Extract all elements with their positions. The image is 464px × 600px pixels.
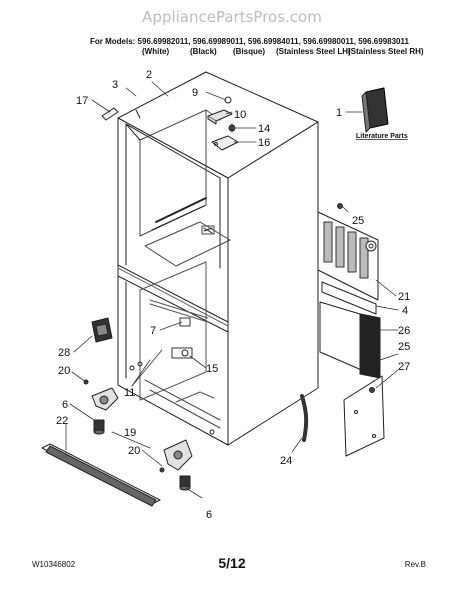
callout-16: 16 [258,137,270,149]
access-panel [343,375,385,457]
callout-20-left: 20 [58,365,70,377]
variant-stainless-lh: (Stainless Steel LH) [276,47,351,56]
page-number: 5/12 [218,555,246,571]
cabinet-shell [117,71,319,446]
callout-4: 4 [402,305,408,317]
models-variants: (White) (Black) (Bisque) (Stainless Stee… [90,47,424,57]
callout-25-bottom: 25 [398,341,410,353]
literature-parts: Literature Parts [356,87,408,140]
callout-19: 19 [124,427,136,439]
variant-stainless-rh: (Stainless Steel RH) [348,47,424,56]
revision-label: Rev.B [404,560,426,569]
callout-28: 28 [58,347,70,359]
callout-25-top: 25 [352,215,364,227]
front-roller-left [91,387,119,435]
callout-11: 11 [124,387,135,399]
variant-bisque: (Bisque) [233,47,265,56]
watermark: AppliancePartsPros.com [142,8,322,26]
callout-9: 9 [192,87,198,99]
callout-1: 1 [336,107,342,119]
callout-26: 26 [398,325,410,337]
callout-6-right: 6 [206,509,212,521]
callout-10: 10 [234,109,246,121]
top-hinge-assembly [207,96,239,151]
variant-white: (White) [142,47,170,56]
callout-6-left: 6 [62,399,68,411]
control-box [91,317,113,343]
callout-21: 21 [398,291,410,303]
callout-20-right: 20 [128,445,140,457]
drain-hose [300,394,309,442]
callout-3: 3 [112,79,118,91]
callout-15: 15 [206,363,218,375]
callout-2: 2 [146,69,152,81]
rear-grille-assembly [317,203,381,379]
callout-24: 24 [280,455,292,467]
models-line: For Models: 596.69982011, 596.69989011, … [90,37,409,46]
callout-22: 22 [56,415,68,427]
variant-black: (Black) [190,47,217,56]
callout-17: 17 [76,95,88,107]
callout-14: 14 [258,123,270,135]
literature-label: Literature Parts [356,133,408,140]
models-header: For Models: 596.69982011, 596.69989011, … [90,37,424,57]
screw-20-right [159,467,165,473]
callout-27: 27 [398,361,410,373]
document-number: W10346802 [32,560,76,569]
toe-grille [41,443,161,507]
top-trim [101,107,119,121]
front-roller-right [163,439,193,491]
callout-7: 7 [150,325,156,337]
